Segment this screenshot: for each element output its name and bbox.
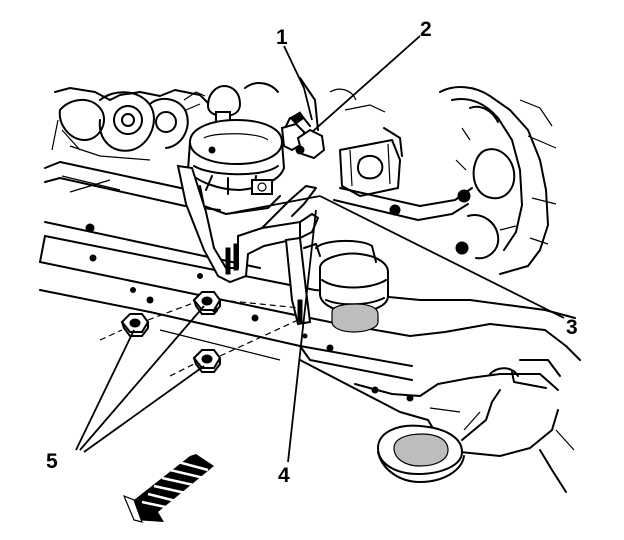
leader-3b bbox=[225, 195, 321, 215]
callout-4: 4 bbox=[278, 464, 290, 487]
front-direction-arrow-icon bbox=[122, 454, 214, 523]
leader-5c bbox=[83, 365, 205, 453]
leader-5a bbox=[75, 329, 135, 451]
nut-lower bbox=[192, 349, 222, 373]
engine-transmission-background bbox=[51, 77, 557, 275]
frame-rail bbox=[39, 161, 581, 421]
callout-2: 2 bbox=[420, 18, 432, 41]
secondary-air-pump bbox=[176, 84, 389, 333]
mounting-nuts bbox=[120, 291, 222, 373]
suspension-crossmember bbox=[376, 359, 575, 493]
nut-upper bbox=[192, 291, 222, 315]
leader-4 bbox=[287, 209, 317, 463]
callout-leaders bbox=[75, 35, 565, 463]
callout-3: 3 bbox=[566, 316, 578, 339]
leader-5b bbox=[79, 305, 205, 451]
leader-2 bbox=[311, 35, 421, 133]
leader-3 bbox=[319, 195, 565, 319]
nut-left bbox=[120, 313, 150, 337]
leader-1 bbox=[283, 45, 313, 121]
callout-1: 1 bbox=[276, 26, 288, 49]
callout-labels: 1 2 3 4 5 bbox=[46, 18, 578, 487]
callout-5: 5 bbox=[46, 450, 58, 473]
alignment-lines bbox=[99, 299, 301, 377]
